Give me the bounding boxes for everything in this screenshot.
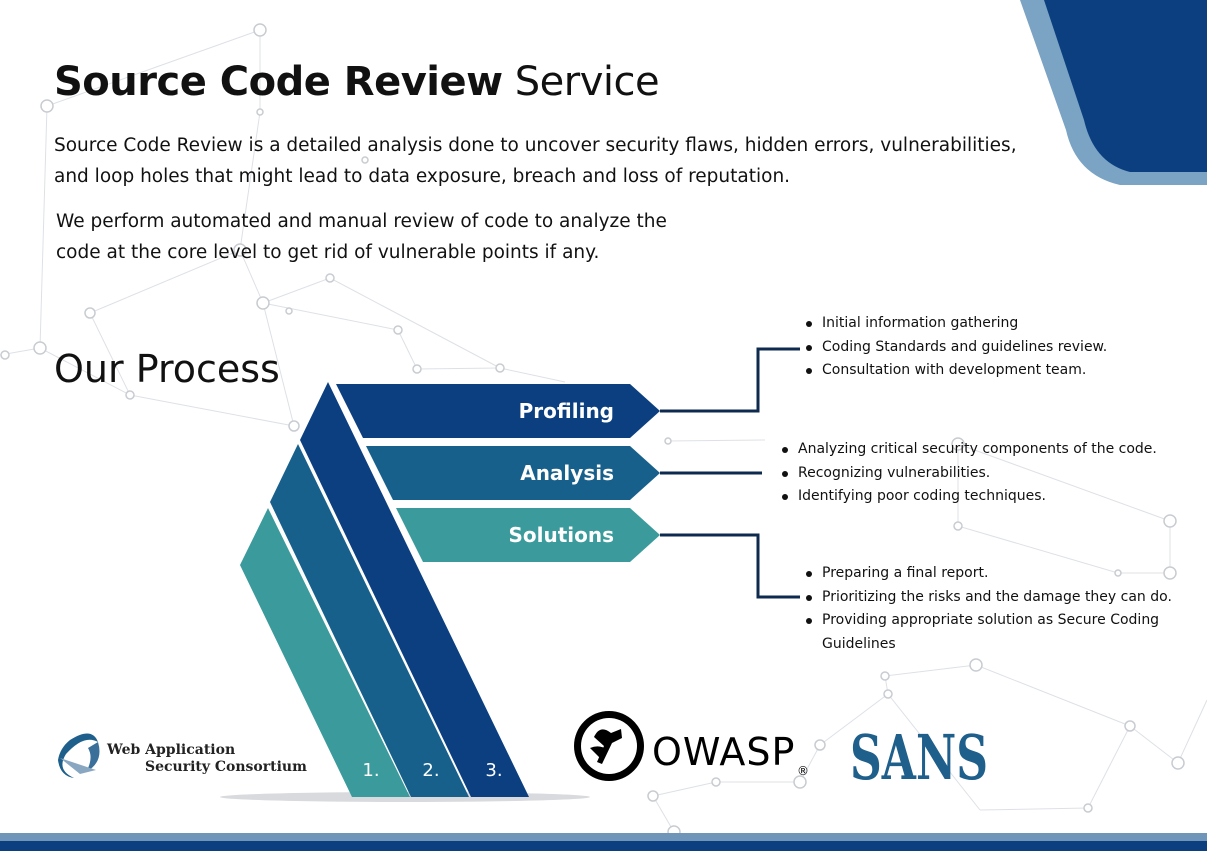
owasp-wordmark: OWASP: [652, 730, 795, 774]
owasp-logo: OWASP ®: [574, 711, 809, 781]
method-line-2: code at the core level to get rid of vul…: [56, 242, 600, 263]
title-bold: Source Code Review: [54, 59, 503, 105]
list-item: Preparing a final report.: [805, 562, 1192, 586]
sans-logo: SANS: [850, 721, 988, 794]
corner-accent-dark: [1044, 0, 1207, 172]
footer-band-dark: [0, 841, 1207, 851]
connector-solutions: [660, 533, 800, 599]
step-label-solutions: Solutions: [508, 523, 614, 547]
step-arrow-profiling: [336, 384, 660, 438]
method-paragraph: We perform automated and manual review o…: [56, 206, 667, 268]
wasc-text-line2: Security Consortium: [145, 759, 307, 775]
method-line-1: We perform automated and manual review o…: [56, 211, 667, 232]
step-number-1: 1.: [362, 760, 379, 781]
process-bar-1: [240, 508, 410, 797]
list-item: Coding Standards and guidelines review.: [805, 336, 1107, 360]
network-nodes: [0, 23, 1185, 839]
step-number-2: 2.: [422, 760, 439, 781]
solutions-bullet-list: Preparing a final report. Prioritizing t…: [805, 562, 1192, 656]
connector-profiling: [660, 347, 800, 413]
step-label-analysis: Analysis: [520, 461, 614, 485]
process-bar-2: [270, 444, 469, 797]
step-arrow-analysis: [366, 446, 660, 500]
wasc-text-line1: Web Application: [106, 742, 235, 758]
process-bar-3: [300, 382, 529, 797]
list-item: Providing appropriate solution as Secure…: [805, 609, 1192, 656]
list-item: Analyzing critical security components o…: [781, 438, 1157, 462]
footer-band-light: [0, 833, 1207, 841]
wasc-swirl-icon: [58, 733, 98, 778]
intro-line-2: and loop holes that might lead to data e…: [54, 166, 791, 187]
step-number-3: 3.: [485, 760, 502, 781]
list-item: Identifying poor coding techniques.: [781, 485, 1157, 509]
wasc-logo: Web Application Security Consortium: [58, 733, 307, 778]
list-item: Consultation with development team.: [805, 359, 1107, 383]
owasp-registered-mark: ®: [797, 764, 809, 778]
page-title: Source Code Review Service: [54, 54, 660, 110]
list-item: Recognizing vulnerabilities.: [781, 462, 1157, 486]
step-arrow-solutions: [396, 508, 660, 562]
profiling-bullet-list: Initial information gathering Coding Sta…: [805, 312, 1107, 383]
step-label-profiling: Profiling: [519, 399, 614, 423]
list-item: Initial information gathering: [805, 312, 1107, 336]
network-pattern: [0, 29, 1207, 833]
title-regular: Service: [502, 59, 660, 105]
intro-line-1: Source Code Review is a detailed analysi…: [54, 135, 1017, 156]
analysis-bullet-list: Analyzing critical security components o…: [781, 438, 1157, 509]
list-item: Prioritizing the risks and the damage th…: [805, 586, 1192, 610]
connector-lines: [660, 347, 800, 599]
process-heading: Our Process: [54, 347, 280, 391]
intro-paragraph: Source Code Review is a detailed analysi…: [54, 130, 1017, 192]
